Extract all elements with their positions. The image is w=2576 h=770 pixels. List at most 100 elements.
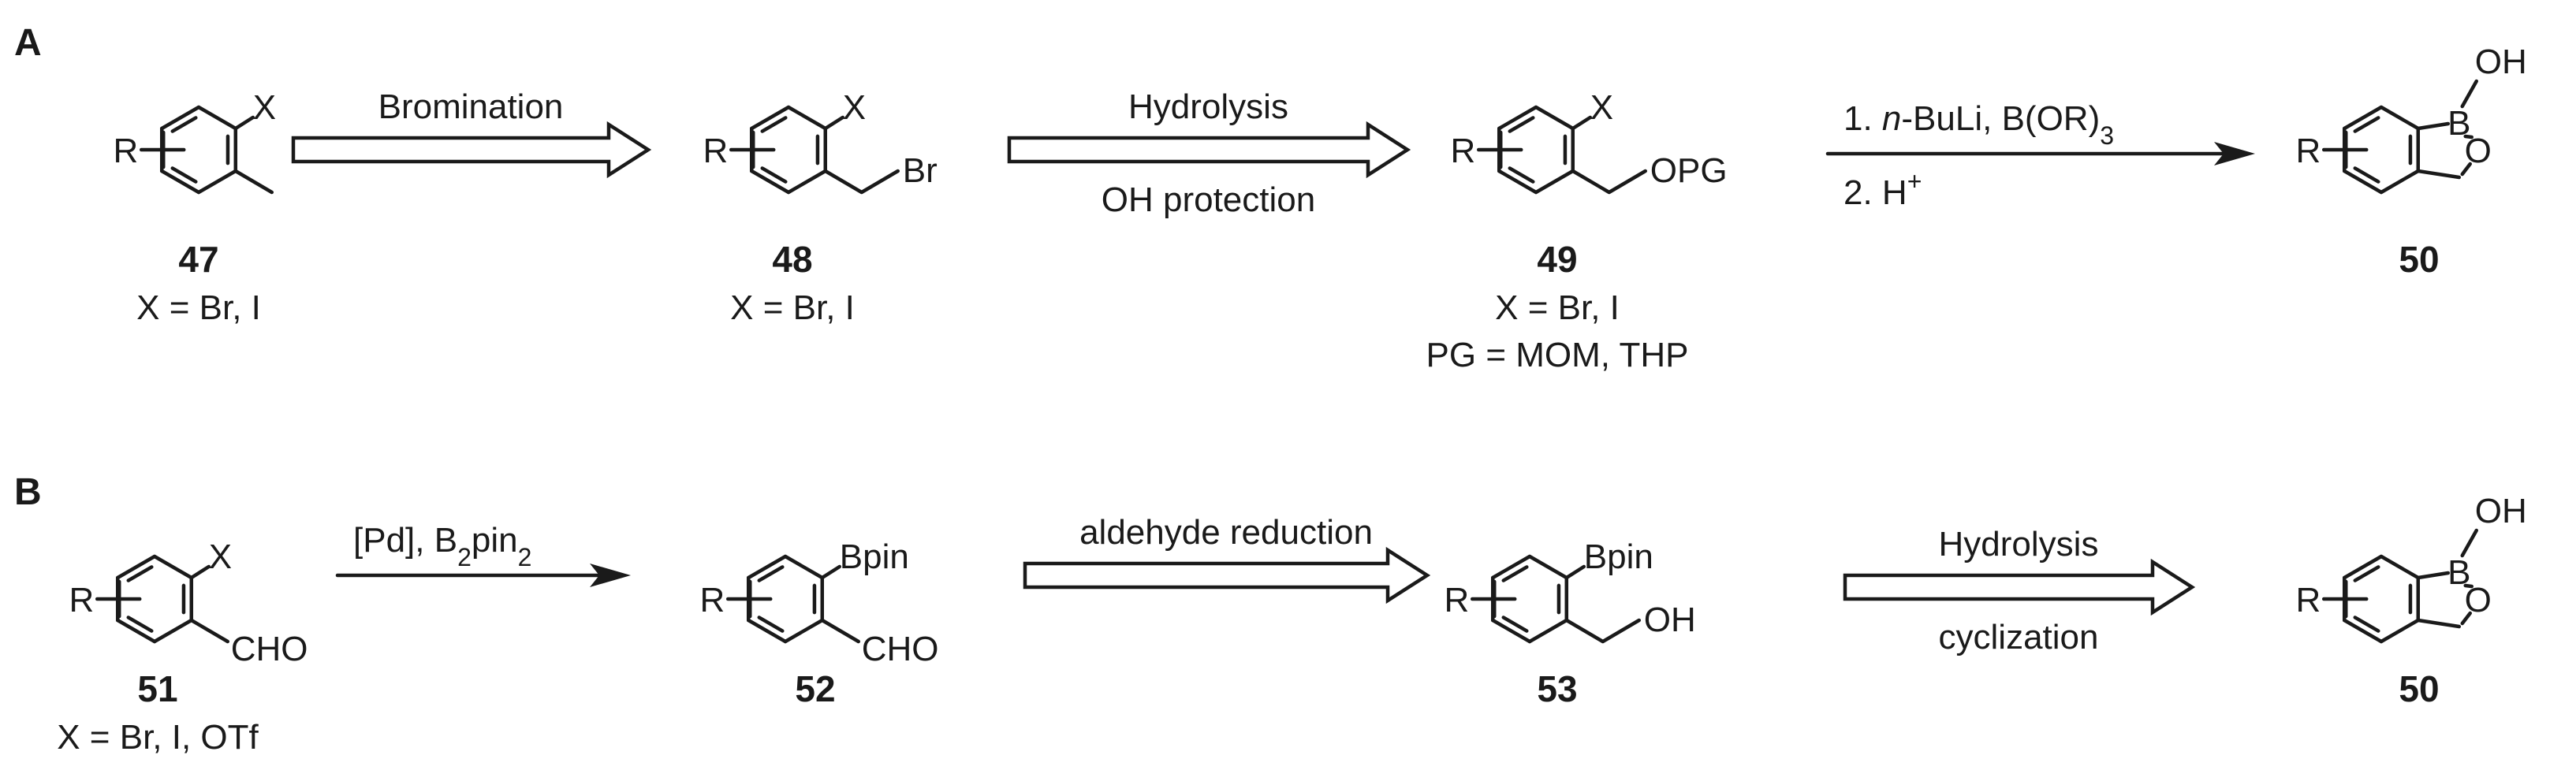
ring-double-bond [170,166,198,184]
boron-oxygen-bond [2463,134,2474,139]
ring-to-boron-bond [2416,121,2451,131]
ring-bond [2342,105,2384,131]
compound-number: 49 [1537,239,1577,280]
ring-bond [159,105,201,131]
compound-caption: X = Br, I [1495,288,1620,327]
x-substituent-bond [823,115,845,131]
ring-bond [152,554,194,580]
x-substituent-label: X [209,538,232,576]
x-substituent-bond [1571,115,1593,131]
ring-double-bond [1501,565,1529,582]
ring-double-bond [2353,166,2380,184]
ring-bond [2379,618,2421,644]
ring-bond [2379,169,2421,195]
compound-caption: X = Br, I [136,288,261,327]
ring-to-methylene-bond [2416,618,2462,629]
ring-double-bond [170,116,198,133]
reaction-arrow-1: [Pd], B2pin2 [335,521,631,587]
ring-bond [783,554,825,580]
hydroxyl-label: OH [2475,43,2527,81]
r-group-label: R [2295,581,2321,619]
side-chain-label: OPG [1650,151,1728,190]
r-group-label: R [113,132,138,170]
boron-hydroxyl-bond [2460,79,2479,109]
ring-double-bond [2353,616,2380,633]
arrow-head [2214,142,2255,166]
boron-hydroxyl-bond [2460,528,2479,558]
x-substituent-label: X [1590,88,1613,127]
ring-bond [786,169,828,195]
hollow-arrow [1023,546,1431,604]
oxygen-methylene-bond [2460,611,2473,626]
ring-bond [196,169,238,195]
ring-double-bond [760,116,788,133]
compound-number: 53 [1537,668,1577,709]
ring-bond [2379,105,2421,131]
r-group-label: R [703,132,728,170]
ring-bond [2379,554,2421,580]
ring-bond [746,618,788,644]
arrow-label-above: [Pd], B2pin2 [353,521,531,571]
x-substituent-label: X [843,88,866,127]
hollow-arrow [291,121,652,179]
ring-bond [2342,618,2384,644]
compound-number: 50 [2399,239,2439,280]
compound-caption: PG = MOM, THP [1426,336,1689,374]
side-chain [823,169,900,195]
formyl-label: CHO [862,630,939,668]
compound-caption: X = Br, I, OTf [57,718,259,757]
ring-bond [1497,169,1538,195]
r-group-label: R [1444,581,1469,619]
ring-bond [1527,618,1569,644]
compound-number: 48 [772,239,812,280]
ring-double-bond [1501,616,1529,633]
ring-bond [1534,169,1575,195]
arrow-label-below: 2. H+ [1843,167,1922,212]
ring-double-bond [126,616,154,633]
arrow-label-above: 1. n-BuLi, B(OR)3 [1843,99,2114,150]
ring-bond [1527,554,1569,580]
ring-to-boron-bond [2416,571,2451,580]
reaction-arrow-1: Bromination [291,87,652,179]
arrow-label-below: cyclization [1939,618,2099,657]
formyl-bond [820,618,861,644]
arrow-label-below: OH protection [1102,180,1315,219]
reaction-arrow-3: 1. n-BuLi, B(OR)3 2. H+ [1825,99,2255,212]
x-substituent-label: Bpin [840,538,909,576]
ring-bond [746,554,788,580]
ring-double-bond [2353,116,2380,133]
reaction-arrow-2: aldehyde reduction [1023,513,1431,604]
ring-bond [196,105,238,131]
panel-label: A [14,22,42,64]
hollow-arrow [1843,558,2196,616]
r-group-label: R [1450,132,1475,170]
side-chain-label: OH [1644,601,1696,639]
ring-bond [1497,105,1538,131]
ring-double-bond [757,616,785,633]
compound-number: 52 [795,668,835,709]
ring-bond [749,105,791,131]
ring-bond [2342,169,2384,195]
panel-label: B [14,471,42,513]
ring-double-bond [757,565,785,582]
ring-double-bond [760,166,788,184]
ring-bond [749,169,791,195]
r-group-label: R [69,581,94,619]
formyl-label: CHO [231,630,308,668]
x-substituent-label: X [253,88,276,127]
ring-bond [783,618,825,644]
x-substituent-bond [820,564,842,580]
ring-double-bond [1508,166,1535,184]
hollow-arrow [1007,121,1411,179]
methyl-bond [233,169,274,195]
ring-bond [152,618,194,644]
side-chain [1564,618,1642,644]
